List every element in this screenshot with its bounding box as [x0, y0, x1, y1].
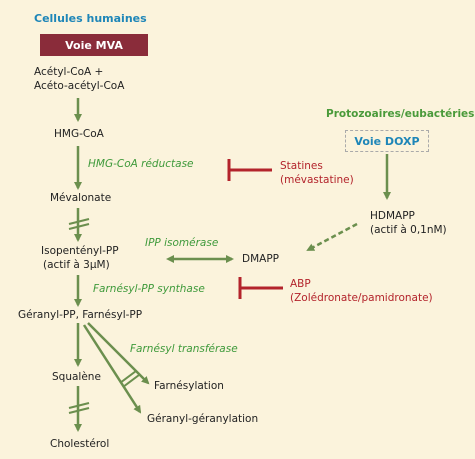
abp-inhibitor-mark [238, 277, 283, 299]
blocked-mark-squalene [68, 402, 90, 414]
arrow-hdmapp-to-dmapp [306, 222, 358, 252]
right-section-title: Protozoaires/eubactéries [326, 108, 475, 120]
left-section-title: Cellules humaines [34, 12, 147, 25]
enzyme-hmg-reductase: HMG-CoA réductase [88, 158, 194, 170]
node-farnesylation: Farnésylation [154, 380, 224, 392]
blocked-mark-farnesylation [119, 370, 140, 388]
node-dmapp: DMAPP [242, 253, 279, 265]
node-acetyl-coa: Acétyl-CoA + [34, 66, 104, 78]
inhibitor-statines: Statines [280, 160, 323, 172]
node-isopentenyl-pp: Isopentényl-PP [41, 245, 119, 257]
node-geranylgeranylation: Géranyl-géranylation [147, 413, 259, 425]
node-hdmapp: HDMAPP [370, 210, 415, 222]
node-squalene: Squalène [52, 371, 101, 383]
node-cholesterol: Cholestérol [50, 438, 110, 450]
inhibitor-mevastatine: (mévastatine) [280, 174, 354, 186]
node-hmg-coa: HMG-CoA [54, 128, 104, 140]
statines-inhibitor-mark [227, 159, 272, 181]
enzyme-farnesyl-pp-synthase: Farnésyl-PP synthase [93, 283, 205, 295]
node-aceto-acetyl-coa: Acéto-acétyl-CoA [34, 80, 125, 92]
arrow-to-farnesylation [87, 322, 150, 385]
inhibitor-zoledronate: (Zolédronate/pamidronate) [290, 292, 433, 304]
arrow-to-geranylgeranylation [82, 324, 142, 414]
node-geranyl-pp: Géranyl-PP, Farnésyl-PP [18, 309, 143, 321]
node-ipp-activity: (actif à 3µM) [43, 259, 110, 271]
doxp-pathway-box: Voie DOXP [345, 130, 429, 152]
node-hdmapp-activity: (actif à 0,1nM) [370, 224, 447, 236]
inhibitor-abp: ABP [290, 278, 311, 290]
enzyme-ipp-isomerase: IPP isomérase [145, 237, 219, 249]
node-mevalonate: Mévalonate [50, 192, 112, 204]
blocked-mark-mevalonate [68, 218, 90, 230]
enzyme-farnesyl-transferase: Farnésyl transférase [130, 343, 238, 355]
mva-pathway-box: Voie MVA [40, 34, 148, 56]
